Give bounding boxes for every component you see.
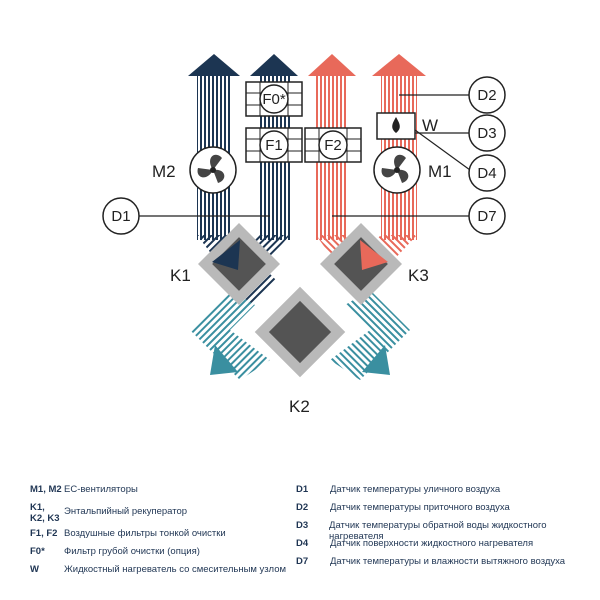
legend-desc: Датчик температуры обратной воды жидкост… [329, 520, 547, 543]
legend-code: F1, F2 [30, 528, 58, 539]
ventilation-diagram: F0* F1 F2 M2 M1 W [102, 54, 506, 416]
legend-row: D7 Датчик температуры и влажности вытяжн… [296, 556, 565, 567]
legend-row: F0* Фильтр грубой очистки (опция) [30, 546, 200, 557]
legend-left: M1, M2 EC-вентиляторы K1, K2, K3 Энтальп… [30, 478, 290, 588]
heater-w-label: W [422, 116, 438, 135]
legend-row: W Жидкостный нагреватель со смесительным… [30, 564, 286, 575]
legend-code: D1 [296, 484, 309, 495]
legend-row: K1, K2, K3 Энтальпийный рекуператор [30, 502, 187, 525]
filter-f2-label: F2 [324, 137, 342, 154]
recuperator-k3-label: K3 [408, 266, 429, 285]
sensor-d1-label: D1 [111, 208, 130, 225]
sensor-d2: D2 [468, 76, 506, 114]
recuperator-k2 [254, 286, 346, 378]
legend-desc: Датчик температуры приточного воздуха [330, 502, 510, 513]
legend-row: D2 Датчик температуры приточного воздуха [296, 502, 510, 513]
legend-desc: Воздушные фильтры тонкой очистки [64, 528, 226, 539]
recuperator-k1-label: K1 [170, 266, 191, 285]
legend-code: K1, K2, K3 [30, 502, 60, 525]
legend-row: D1 Датчик температуры уличного воздуха [296, 484, 500, 495]
legend-code: D3 [296, 520, 309, 531]
fan-m2-label: M2 [152, 162, 176, 181]
recirculation-loop [190, 290, 410, 380]
legend-desc: Датчик температуры и влажности вытяжного… [330, 556, 566, 567]
legend-code: F0* [30, 546, 45, 557]
water-drop-icon [392, 117, 400, 133]
sensor-d7: D7 [468, 197, 506, 235]
fan-m1-label: M1 [428, 162, 452, 181]
legend-code: M1, M2 [30, 484, 62, 495]
sensor-d2-label: D2 [477, 87, 496, 104]
legend-code: W [30, 564, 39, 575]
legend-row: M1, M2 EC-вентиляторы [30, 484, 138, 495]
legend-row: D4 Датчик поверхности жидкостного нагрев… [296, 538, 533, 549]
recuperator-k2-label: K2 [289, 397, 310, 416]
legend-desc: Датчик поверхности жидкостного нагревате… [330, 538, 534, 549]
legend-code: D4 [296, 538, 309, 549]
legend-desc: Датчик температуры уличного воздуха [330, 484, 501, 495]
sensor-d3: D3 [468, 114, 506, 152]
legend-desc: EC-вентиляторы [64, 484, 138, 495]
sensor-lines [139, 94, 471, 217]
sensor-d3-label: D3 [477, 125, 496, 142]
filter-f1-label: F1 [265, 137, 283, 154]
sensor-d4: D4 [468, 154, 506, 192]
fan-m1 [373, 146, 421, 194]
sensor-d1: D1 [102, 197, 140, 235]
sensor-d7-label: D7 [477, 208, 496, 225]
filter-f2: F2 [304, 127, 362, 163]
legend-desc: Энтальпийный рекуператор [64, 506, 188, 517]
legend-desc: Фильтр грубой очистки (опция) [64, 546, 200, 557]
filter-f1: F1 [245, 127, 303, 163]
heater-w [376, 112, 416, 140]
filter-f0-label: F0* [262, 91, 286, 108]
legend-code: D7 [296, 556, 309, 567]
sensor-d4-label: D4 [477, 165, 496, 182]
fan-m2 [189, 146, 237, 194]
legend-code: D2 [296, 502, 309, 513]
legend-desc: Жидкостный нагреватель со смесительным у… [64, 564, 287, 575]
filter-f0: F0* [245, 81, 303, 117]
legend-right: D1 Датчик температуры уличного воздуха D… [296, 478, 596, 588]
legend-row: F1, F2 Воздушные фильтры тонкой очистки [30, 528, 226, 539]
legend-row: D3 Датчик температуры обратной воды жидк… [296, 520, 596, 543]
